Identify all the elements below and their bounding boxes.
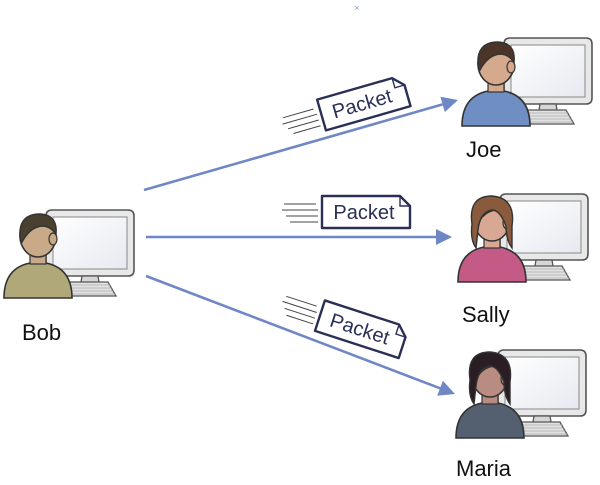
recipient-workstation-joe <box>461 37 593 127</box>
recipient-workstation-sally <box>457 193 589 283</box>
sender-workstation <box>3 209 135 299</box>
recipient-name-label-sally: Sally <box>462 302 510 327</box>
monitor-icon <box>503 37 593 124</box>
tiny-mark: × <box>354 4 360 12</box>
recipient-name-label-joe: Joe <box>466 137 501 162</box>
people-group <box>3 37 593 439</box>
arrow-to-maria <box>145 274 455 396</box>
arrow-to-sally <box>146 229 452 245</box>
recipient-name-label-maria: Maria <box>456 456 512 481</box>
packet-tag-sally: Packet <box>282 194 412 230</box>
packet-tag-maria: Packet <box>282 295 407 360</box>
monitor-icon <box>45 209 135 296</box>
arrows-group <box>143 96 458 396</box>
sender-name-label: Bob <box>22 320 61 345</box>
person-icon <box>461 41 531 127</box>
person-icon <box>3 213 73 299</box>
packet-label: Packet <box>333 202 395 224</box>
arrow-to-joe <box>143 96 458 192</box>
